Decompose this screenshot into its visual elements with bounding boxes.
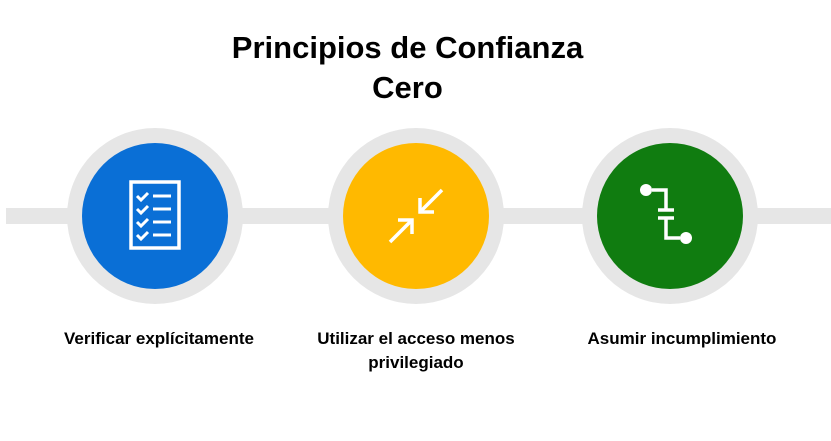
principle-label-least-privilege-line-1: Utilizar el acceso menos: [317, 329, 515, 348]
principle-disc-least-privilege: [343, 143, 489, 289]
title-line-2: Cero: [372, 70, 443, 105]
arrows-inward-icon: [388, 188, 444, 244]
title-line-1: Principios de Confianza: [231, 30, 584, 65]
diagram-title: Principios de Confianza Cero: [0, 28, 815, 108]
principle-label-verify: Verificar explícitamente: [29, 327, 289, 351]
principle-disc-assume-breach: [597, 143, 743, 289]
principle-disc-verify: [82, 143, 228, 289]
principle-label-least-privilege-line-2: privilegiado: [368, 353, 464, 372]
principle-label-assume-breach: Asumir incumplimiento: [552, 327, 812, 351]
principle-label-least-privilege: Utilizar el acceso menos privilegiado: [286, 327, 546, 375]
principle-label-assume-breach-line-1: Asumir incumplimiento: [587, 329, 777, 348]
principle-label-verify-line-1: Verificar explícitamente: [64, 329, 254, 348]
checklist-icon: [129, 180, 181, 250]
broken-circuit-icon: [640, 184, 692, 244]
principle-ring-verify: [67, 128, 243, 304]
principle-ring-least-privilege: [328, 128, 504, 304]
principle-ring-assume-breach: [582, 128, 758, 304]
